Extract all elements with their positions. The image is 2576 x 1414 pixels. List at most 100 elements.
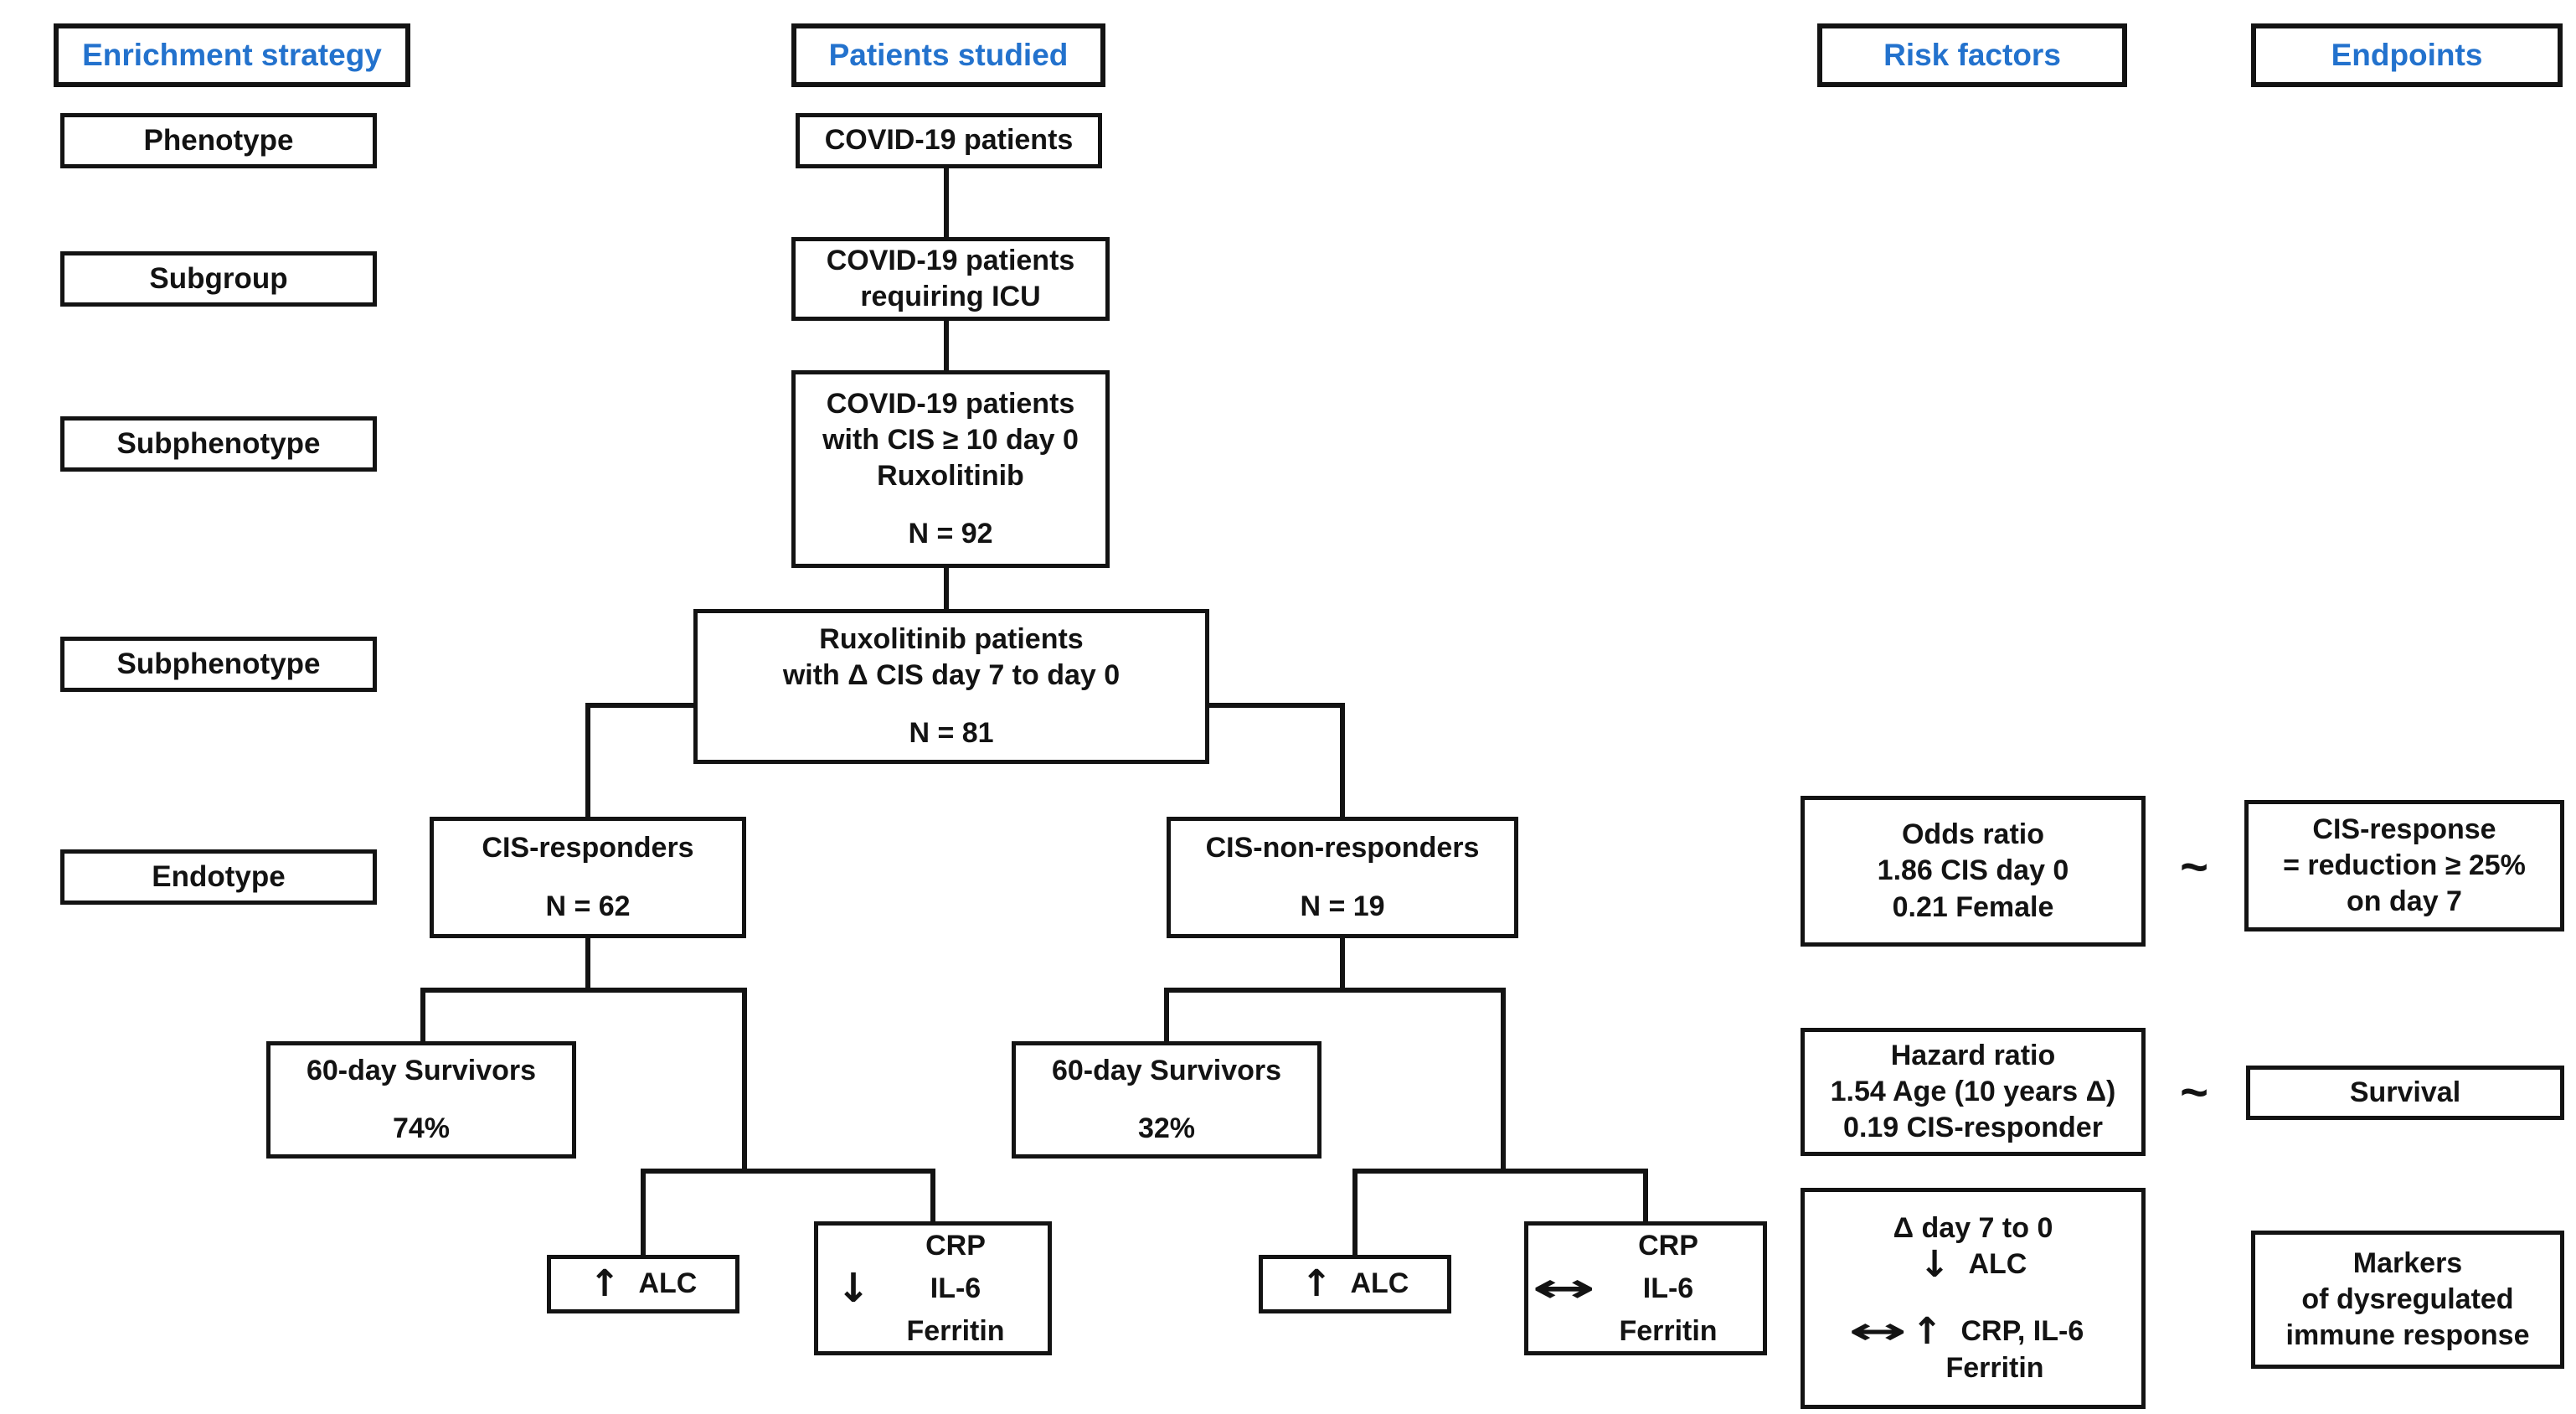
tilde-relation-symbol: ~ — [2180, 1066, 2208, 1120]
node-covid-icu: COVID-19 patients requiring ICU — [791, 237, 1110, 321]
node-delta-day7-markers: Δ day 7 to 0 ↓ ALC ↔ ↑ CRP, IL-6 Ferriti… — [1801, 1188, 2146, 1409]
connector-line — [1643, 1169, 1648, 1221]
node-covid-patients-text: COVID-19 patients — [824, 124, 1074, 157]
node-covid-icu-line1: COVID-19 patients — [826, 244, 1075, 276]
label-subphenotype-2-text: Subphenotype — [116, 647, 321, 680]
node-delta-alc-row: ↓ ALC — [1919, 1246, 2027, 1283]
connector-line — [1340, 703, 1345, 817]
connector-line — [1164, 988, 1169, 1041]
node-odds-ratio-line3: 0.21 Female — [1892, 890, 2054, 923]
node-rux-line2: with Δ CIS day 7 to day 0 — [782, 658, 1121, 691]
left-right-arrow-icon: ↔ — [1848, 1310, 1908, 1353]
node-cis10-line3: Ruxolitinib — [877, 460, 1024, 492]
connector-line — [641, 1169, 935, 1174]
node-crp-responders: ↓ CRP IL-6 Ferritin — [814, 1221, 1052, 1355]
node-crp-non-responders: ↔ CRP IL-6 Ferritin — [1524, 1221, 1767, 1355]
connector-line — [585, 703, 590, 817]
connector-line — [1501, 988, 1506, 1174]
label-phenotype-text: Phenotype — [143, 123, 294, 157]
node-delta-crp-row: ↔ ↑ CRP, IL-6 — [1848, 1310, 2084, 1353]
node-survivors-responders-title: 60-day Survivors — [306, 1054, 537, 1086]
up-arrow-icon: ↑ — [1911, 1310, 1943, 1353]
node-covid-patients: COVID-19 patients — [796, 113, 1102, 168]
node-survivors-responders-value: 74% — [392, 1112, 451, 1144]
node-cis10-ruxolitinib: COVID-19 patients with CIS ≥ 10 day 0 Ru… — [791, 370, 1110, 568]
header-endpoints: Endpoints — [2251, 23, 2563, 87]
down-arrow-icon: ↓ — [1919, 1243, 1950, 1286]
connector-line — [944, 168, 949, 237]
node-odds-ratio-line2: 1.86 CIS day 0 — [1877, 854, 2069, 887]
label-subphenotype-1: Subphenotype — [60, 416, 377, 472]
node-markers-line1: Markers — [2352, 1246, 2463, 1279]
node-cis10-line1: COVID-19 patients — [826, 387, 1075, 420]
node-alc-non-responders-label: ALC — [1350, 1267, 1409, 1300]
node-markers-line3: immune response — [2285, 1319, 2530, 1352]
node-cis-non-responders: CIS-non-responders N = 19 — [1167, 817, 1518, 938]
node-alc-responders-label: ALC — [638, 1267, 698, 1300]
header-risk-factors: Risk factors — [1817, 23, 2127, 87]
node-crp-responders-line1: CRP — [925, 1229, 986, 1262]
node-cis-response-endpoint: CIS-response = reduction ≥ 25% on day 7 — [2244, 800, 2564, 931]
node-ruxolitinib-delta-cis: Ruxolitinib patients with Δ CIS day 7 to… — [693, 609, 1209, 764]
node-cis-responders: CIS-responders N = 62 — [430, 817, 746, 938]
label-phenotype: Phenotype — [60, 113, 377, 168]
node-rux-n: N = 81 — [909, 717, 994, 750]
node-crp-responders-line2: IL-6 — [930, 1272, 981, 1304]
node-cis-responders-title: CIS-responders — [482, 832, 694, 864]
node-survivors-non-responders-title: 60-day Survivors — [1051, 1054, 1282, 1086]
header-risk-factors-label: Risk factors — [1883, 37, 2061, 72]
header-patients-studied: Patients studied — [791, 23, 1105, 87]
node-survival-endpoint: Survival — [2246, 1066, 2564, 1120]
node-cis-responders-n: N = 62 — [545, 890, 631, 922]
node-crp-non-responders-line3: Ferritin — [1619, 1314, 1718, 1347]
node-rux-line1: Ruxolitinib patients — [819, 622, 1084, 655]
node-delta-ferritin: Ferritin — [1945, 1352, 2044, 1384]
node-crp-non-responders-line2: IL-6 — [1642, 1272, 1694, 1304]
node-alc-responders: ↑ ALC — [547, 1255, 739, 1313]
node-markers-line2: of dysregulated — [2301, 1282, 2514, 1315]
label-endotype: Endotype — [60, 849, 377, 905]
connector-line — [1340, 938, 1345, 993]
tilde-relation-symbol: ~ — [2180, 839, 2208, 895]
connector-line — [1352, 1169, 1648, 1174]
label-subphenotype-2: Subphenotype — [60, 637, 377, 692]
connector-line — [585, 703, 693, 708]
node-crp-non-responders-lines: CRP IL-6 Ferritin — [1599, 1225, 1763, 1353]
node-delta-alc-label: ALC — [1968, 1248, 2027, 1281]
node-covid-icu-line2: requiring ICU — [860, 281, 1041, 312]
node-crp-responders-line3: Ferritin — [906, 1314, 1005, 1347]
node-markers-endpoint: Markers of dysregulated immune response — [2251, 1231, 2564, 1369]
connector-line — [585, 938, 590, 993]
connector-line — [420, 988, 425, 1041]
node-survivors-non-responders: 60-day Survivors 32% — [1012, 1041, 1321, 1159]
header-endpoints-label: Endpoints — [2331, 37, 2483, 72]
label-subgroup-text: Subgroup — [149, 261, 288, 295]
node-survivors-non-responders-value: 32% — [1137, 1112, 1196, 1144]
node-cis10-n: N = 92 — [908, 518, 993, 550]
node-cis-non-responders-title: CIS-non-responders — [1205, 832, 1480, 864]
node-hazard-ratio-line2: 1.54 Age (10 years Δ) — [1830, 1075, 2116, 1107]
node-alc-non-responders: ↑ ALC — [1259, 1255, 1451, 1313]
label-subphenotype-1-text: Subphenotype — [116, 426, 321, 460]
node-odds-ratio-line1: Odds ratio — [1901, 818, 2045, 851]
connector-line — [944, 321, 949, 370]
node-hazard-ratio: Hazard ratio 1.54 Age (10 years Δ) 0.19 … — [1801, 1028, 2146, 1156]
node-hazard-ratio-line1: Hazard ratio — [1890, 1039, 2056, 1071]
connector-line — [1209, 703, 1345, 708]
node-crp-non-responders-line1: CRP — [1638, 1229, 1698, 1262]
connector-line — [641, 1169, 646, 1255]
node-survivors-responders: 60-day Survivors 74% — [266, 1041, 576, 1159]
node-cis-non-responders-n: N = 19 — [1300, 890, 1385, 922]
left-right-arrow-icon: ↔ — [1531, 1265, 1596, 1312]
label-endotype-text: Endotype — [152, 859, 286, 893]
connector-line — [1164, 988, 1506, 993]
node-cis-response-line3: on day 7 — [2347, 885, 2462, 918]
up-arrow-icon: ↑ — [589, 1262, 621, 1305]
node-cis-response-line1: CIS-response — [2312, 813, 2496, 845]
node-survival-label: Survival — [2349, 1076, 2461, 1108]
label-subgroup: Subgroup — [60, 251, 377, 307]
connector-line — [944, 568, 949, 609]
node-cis-response-line2: = reduction ≥ 25% — [2283, 849, 2526, 881]
connector-line — [930, 1169, 935, 1221]
